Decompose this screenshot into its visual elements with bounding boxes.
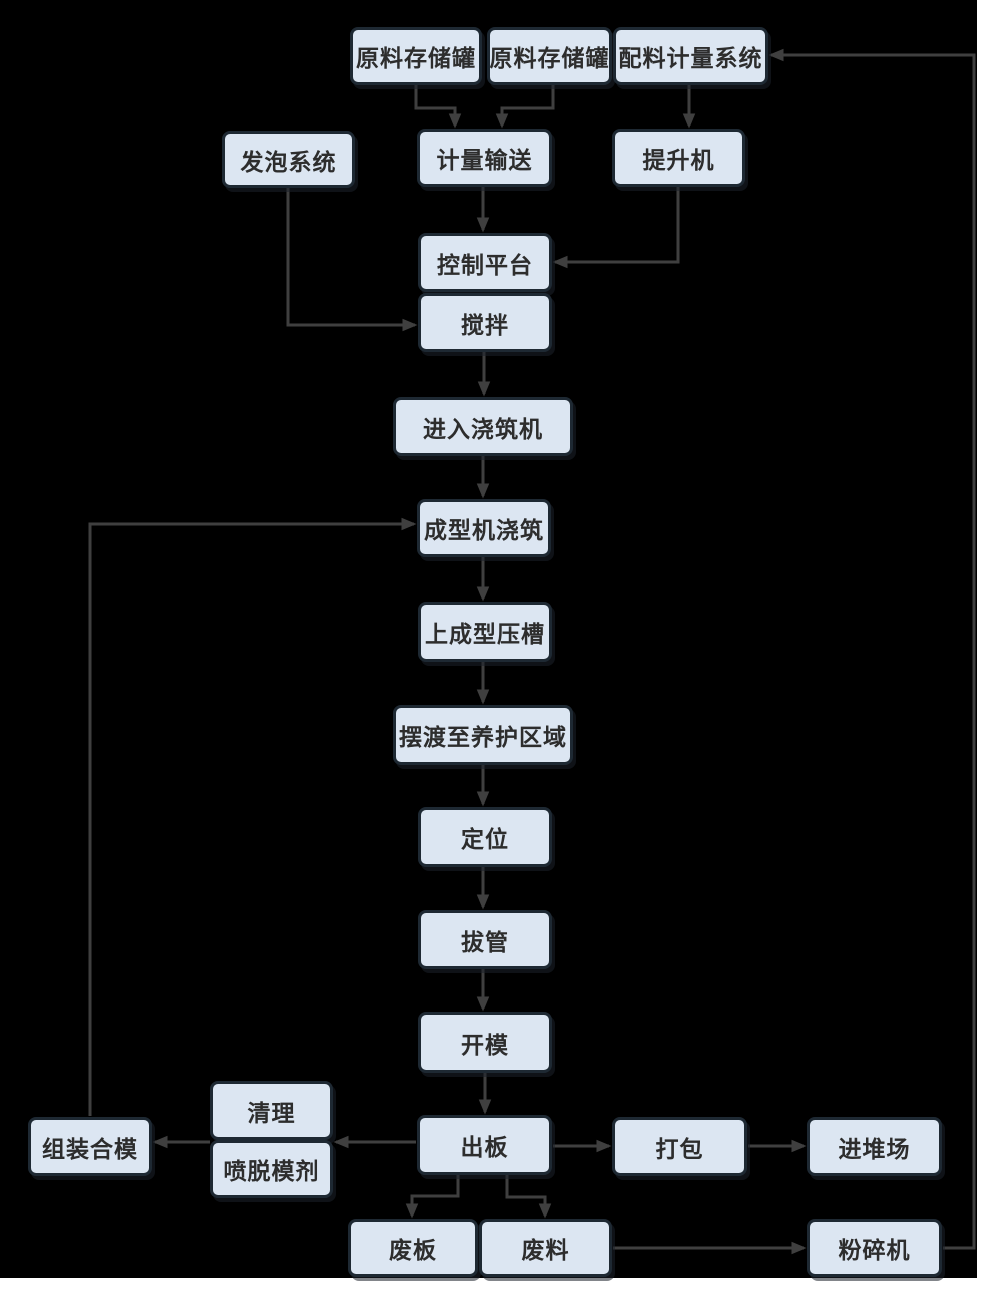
node-assemble-close-mold: 组装合模	[28, 1117, 152, 1176]
connector-layer	[88, 48, 976, 1255]
node-label-raw-material-tank-1: 原料存储罐	[356, 45, 476, 72]
node-forming-machine-pouring: 成型机浇筑	[417, 499, 551, 557]
node-label-assemble-close-mold: 组装合模	[42, 1135, 138, 1163]
node-label-positioning: 定位	[461, 826, 509, 853]
node-elevator: 提升机	[612, 129, 745, 187]
flowchart-canvas: 原料存储罐原料存储罐配料计量系统发泡系统计量输送提升机控制平台搅拌进入浇筑机成型…	[0, 0, 977, 1278]
node-batching-metering-system: 配料计量系统	[613, 27, 768, 85]
edges	[88, 48, 976, 1255]
node-label-mold-opening: 开模	[461, 1031, 509, 1059]
node-waste-board: 废板	[348, 1219, 478, 1277]
node-label-forming-machine-pouring: 成型机浇筑	[424, 517, 544, 544]
node-metering-conveyor: 计量输送	[417, 129, 552, 187]
node-enter-pouring-machine: 进入浇筑机	[393, 397, 573, 456]
node-label-foaming-system: 发泡系统	[240, 148, 337, 176]
connector-elevator-to-control	[552, 187, 680, 269]
connector-board-output-to-waste-board	[405, 1175, 460, 1219]
node-upper-forming-press-groove: 上成型压槽	[418, 602, 552, 662]
node-label-ferry-to-curing-area: 摆渡至养护区域	[399, 724, 567, 751]
node-board-output: 出板	[417, 1115, 552, 1175]
node-label-board-output: 出板	[460, 1134, 509, 1161]
node-label-crusher: 粉碎机	[838, 1237, 911, 1264]
node-label-waste-board: 废板	[389, 1237, 437, 1264]
node-label-upper-forming-press-groove: 上成型压槽	[425, 621, 545, 648]
node-label-batching-metering-system: 配料计量系统	[618, 45, 763, 72]
node-label-mixing: 搅拌	[461, 311, 509, 339]
node-foaming-system: 发泡系统	[222, 131, 355, 188]
node-pipe-pulling: 拔管	[418, 910, 552, 969]
node-control-platform: 控制平台	[418, 233, 552, 292]
node-waste-material: 废料	[479, 1219, 612, 1277]
node-spray-release-agent: 喷脱模剂	[210, 1140, 333, 1198]
node-positioning: 定位	[418, 807, 552, 867]
node-crusher: 粉碎机	[807, 1219, 942, 1277]
node-raw-material-tank-1: 原料存储罐	[350, 27, 482, 85]
node-label-pipe-pulling: 拔管	[461, 928, 509, 956]
node-label-metering-conveyor: 计量输送	[436, 147, 533, 174]
node-raw-material-tank-2: 原料存储罐	[487, 27, 612, 85]
connector-crusher-to-batching-loop	[768, 48, 976, 1250]
node-label-enter-pouring-machine: 进入浇筑机	[423, 415, 543, 443]
connector-foaming-to-mixing	[286, 188, 418, 332]
node-cleaning: 清理	[210, 1081, 333, 1140]
connector-board-output-to-waste-material	[505, 1175, 552, 1219]
connector-assemble-to-forming-loop	[88, 517, 417, 1116]
node-to-stockyard: 进堆场	[807, 1117, 942, 1176]
node-label-elevator: 提升机	[642, 147, 715, 174]
node-mold-opening: 开模	[418, 1012, 552, 1073]
node-ferry-to-curing-area: 摆渡至养护区域	[393, 705, 573, 765]
connector-tank2-to-metering-conveyor	[495, 85, 555, 129]
node-label-raw-material-tank-2: 原料存储罐	[489, 45, 610, 72]
node-label-to-stockyard: 进堆场	[838, 1135, 911, 1163]
connector-tank1-to-metering-conveyor	[414, 85, 462, 129]
node-label-control-platform: 控制平台	[437, 251, 533, 279]
node-label-packing: 打包	[655, 1135, 704, 1163]
node-label-cleaning: 清理	[247, 1099, 296, 1127]
node-label-waste-material: 废料	[521, 1237, 570, 1264]
node-label-spray-release-agent: 喷脱模剂	[223, 1158, 320, 1185]
node-mixing: 搅拌	[418, 293, 552, 352]
node-packing: 打包	[612, 1117, 747, 1176]
